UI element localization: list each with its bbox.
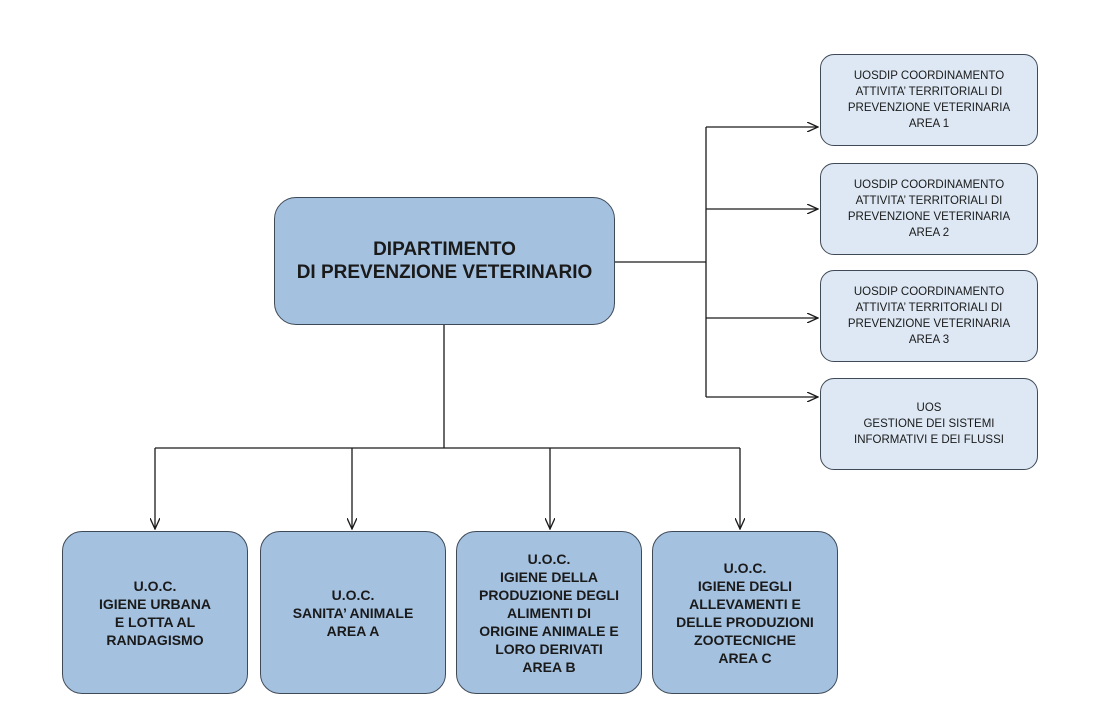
bottom-unit-box-1: U.O.C. IGIENE URBANA E LOTTA AL RANDAGIS… xyxy=(62,531,248,694)
bottom-unit-box-2: U.O.C. SANITA’ ANIMALE AREA A xyxy=(260,531,446,694)
side-unit-box-1: UOSDIP COORDINAMENTO ATTIVITA’ TERRITORI… xyxy=(820,54,1038,146)
bottom-unit-label: U.O.C. IGIENE DELLA PRODUZIONE DEGLI ALI… xyxy=(478,550,619,675)
department-box: DIPARTIMENTO DI PREVENZIONE VETERINARIO xyxy=(274,197,615,325)
side-unit-box-3: UOSDIP COORDINAMENTO ATTIVITA’ TERRITORI… xyxy=(820,270,1038,362)
bottom-unit-label: U.O.C. IGIENE DEGLI ALLEVAMENTI E DELLE … xyxy=(676,559,814,666)
side-unit-label: UOSDIP COORDINAMENTO ATTIVITA’ TERRITORI… xyxy=(847,70,1011,130)
bottom-unit-box-4: U.O.C. IGIENE DEGLI ALLEVAMENTI E DELLE … xyxy=(652,531,838,694)
side-unit-label: UOSDIP COORDINAMENTO ATTIVITA’ TERRITORI… xyxy=(847,179,1011,239)
side-unit-box-4: UOS GESTIONE DEI SISTEMI INFORMATIVI E D… xyxy=(820,378,1038,470)
bottom-unit-label: U.O.C. SANITA’ ANIMALE AREA A xyxy=(292,586,414,639)
department-title: DIPARTIMENTO DI PREVENZIONE VETERINARIO xyxy=(296,239,593,283)
bottom-unit-label: U.O.C. IGIENE URBANA E LOTTA AL RANDAGIS… xyxy=(98,577,211,648)
side-unit-box-2: UOSDIP COORDINAMENTO ATTIVITA’ TERRITORI… xyxy=(820,163,1038,255)
side-unit-label: UOS GESTIONE DEI SISTEMI INFORMATIVI E D… xyxy=(854,402,1004,446)
side-unit-label: UOSDIP COORDINAMENTO ATTIVITA’ TERRITORI… xyxy=(847,286,1011,346)
bottom-unit-box-3: U.O.C. IGIENE DELLA PRODUZIONE DEGLI ALI… xyxy=(456,531,642,694)
